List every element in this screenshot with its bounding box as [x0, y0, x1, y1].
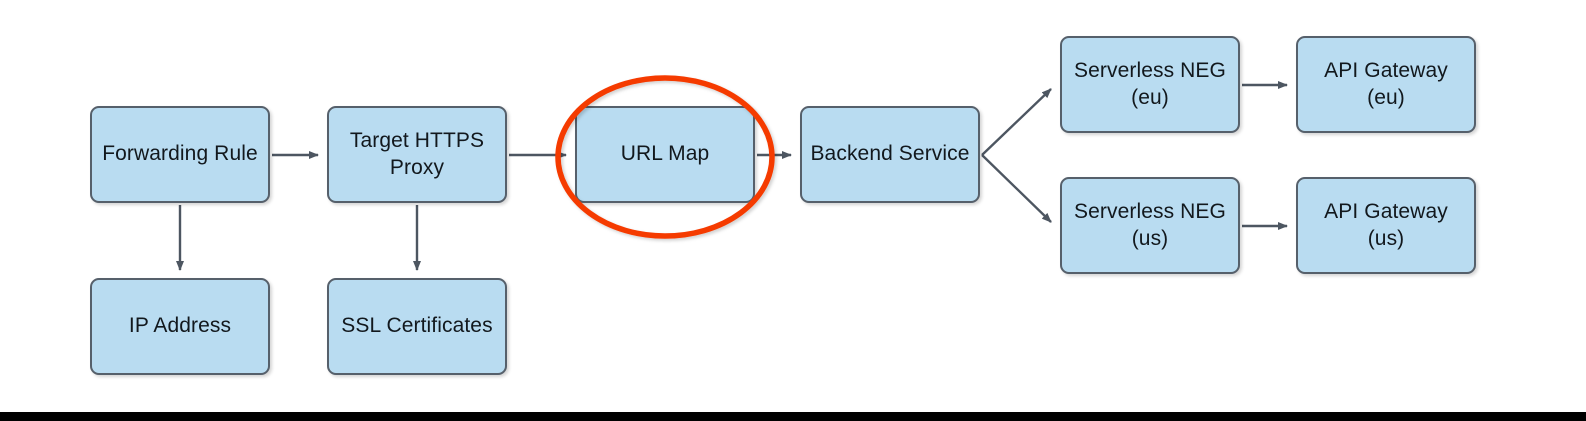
node-label: Serverless NEG (us)	[1074, 199, 1226, 250]
node-url-map[interactable]: URL Map	[575, 106, 755, 203]
node-label: Serverless NEG (eu)	[1074, 58, 1226, 109]
node-serverless-neg-us[interactable]: Serverless NEG (us)	[1060, 177, 1240, 274]
node-label: Forwarding Rule	[102, 142, 258, 166]
edge-backend-to-neg-eu	[981, 88, 1052, 156]
node-label: Backend Service	[810, 142, 970, 166]
node-label: SSL Certificates	[341, 314, 493, 338]
node-api-gateway-eu[interactable]: API Gateway (eu)	[1296, 36, 1476, 133]
bottom-black-bar	[0, 412, 1586, 421]
node-label: API Gateway (us)	[1324, 199, 1448, 250]
node-ip-address[interactable]: IP Address	[90, 278, 270, 375]
node-label: Target HTTPS Proxy	[349, 128, 485, 179]
node-label: IP Address	[128, 314, 232, 338]
edge-backend-to-neg-us	[981, 154, 1052, 223]
node-label: API Gateway (eu)	[1324, 58, 1448, 109]
node-ssl-certificates[interactable]: SSL Certificates	[327, 278, 507, 375]
node-api-gateway-us[interactable]: API Gateway (us)	[1296, 177, 1476, 274]
node-backend-service[interactable]: Backend Service	[800, 106, 980, 203]
node-forwarding-rule[interactable]: Forwarding Rule	[90, 106, 270, 203]
node-label: URL Map	[620, 142, 710, 166]
node-serverless-neg-eu[interactable]: Serverless NEG (eu)	[1060, 36, 1240, 133]
node-target-https-proxy[interactable]: Target HTTPS Proxy	[327, 106, 507, 203]
